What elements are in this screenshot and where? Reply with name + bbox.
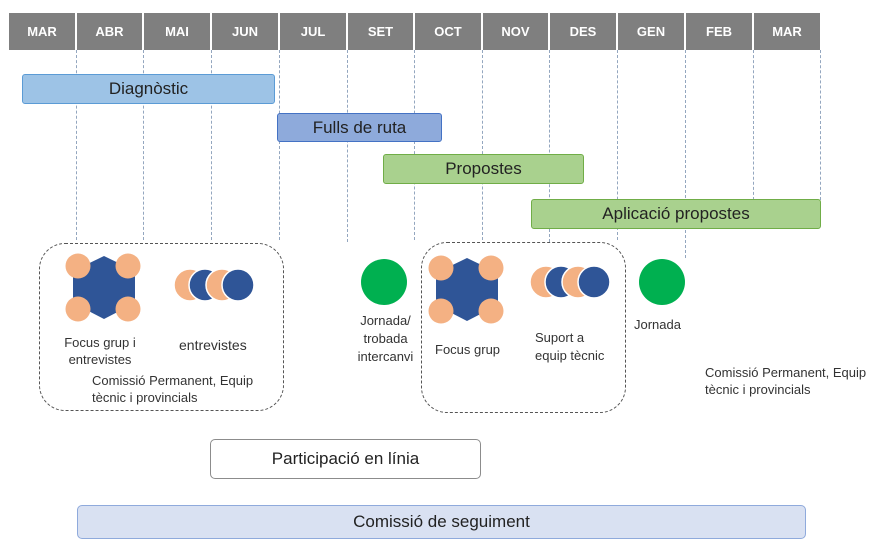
person-circle xyxy=(428,298,454,324)
person-circle xyxy=(65,296,91,322)
guide-line xyxy=(211,50,212,240)
month-gen: GEN xyxy=(618,13,684,50)
month-jun: JUN xyxy=(212,13,278,50)
month-nov: NOV xyxy=(483,13,548,50)
jornada-label: Jornada xyxy=(634,317,681,332)
person-circle xyxy=(115,296,141,322)
month-mar-2: MAR xyxy=(754,13,820,50)
jornada-icon xyxy=(639,259,685,305)
activity-group-1 xyxy=(39,243,284,411)
person-circle xyxy=(65,253,91,279)
guide-line xyxy=(685,50,686,258)
interviews-label: entrevistes xyxy=(179,337,247,353)
focus-group-icon xyxy=(65,253,141,322)
guide-line xyxy=(414,50,415,240)
person-circle xyxy=(478,298,504,324)
phase-fulls-de-ruta: Fulls de ruta xyxy=(277,113,442,142)
guide-line xyxy=(820,50,821,200)
guide-line xyxy=(76,50,77,240)
phase-propostes: Propostes xyxy=(383,154,584,184)
person-circle xyxy=(428,255,454,281)
commission-label-group1: Comissió Permanent, Equip tècnic i provi… xyxy=(92,373,254,405)
month-jul: JUL xyxy=(280,13,346,50)
person-circle xyxy=(115,253,141,279)
month-abr: ABR xyxy=(77,13,142,50)
activity-group-2 xyxy=(421,242,626,413)
guide-line xyxy=(482,50,483,240)
jornada-trobada-icon xyxy=(361,259,407,305)
guide-line xyxy=(279,50,280,240)
person-circle xyxy=(478,255,504,281)
guide-line xyxy=(549,50,550,242)
guide-line xyxy=(347,50,348,242)
focus-group-icon xyxy=(428,255,504,324)
technical-support-icon xyxy=(529,265,611,299)
focus-group-interviews-label: Focus grup i entrevistes xyxy=(64,335,136,367)
online-participation-box: Participació en línia xyxy=(210,439,481,479)
focus-group-label: Focus grup xyxy=(435,342,501,357)
guide-line xyxy=(143,50,144,240)
technical-support-label: Suport a equip tècnic xyxy=(535,330,605,363)
phase-aplicacio-propostes: Aplicació propostes xyxy=(531,199,821,229)
month-set: SET xyxy=(348,13,413,50)
month-feb: FEB xyxy=(686,13,752,50)
month-oct: OCT xyxy=(415,13,481,50)
guide-line xyxy=(617,50,618,240)
phase-diagnostic: Diagnòstic xyxy=(22,74,275,104)
month-des: DES xyxy=(550,13,616,50)
jornada-trobada-label: Jornada/ trobada intercanvi xyxy=(357,313,414,364)
month-mar: MAR xyxy=(9,13,75,50)
month-mai: MAI xyxy=(144,13,210,50)
interviews-icon xyxy=(173,268,255,302)
commission-label-right: Comissió Permanent, Equip tècnic i provi… xyxy=(705,365,867,397)
monitoring-commission-box: Comissió de seguiment xyxy=(77,505,806,539)
guide-line xyxy=(753,50,754,200)
